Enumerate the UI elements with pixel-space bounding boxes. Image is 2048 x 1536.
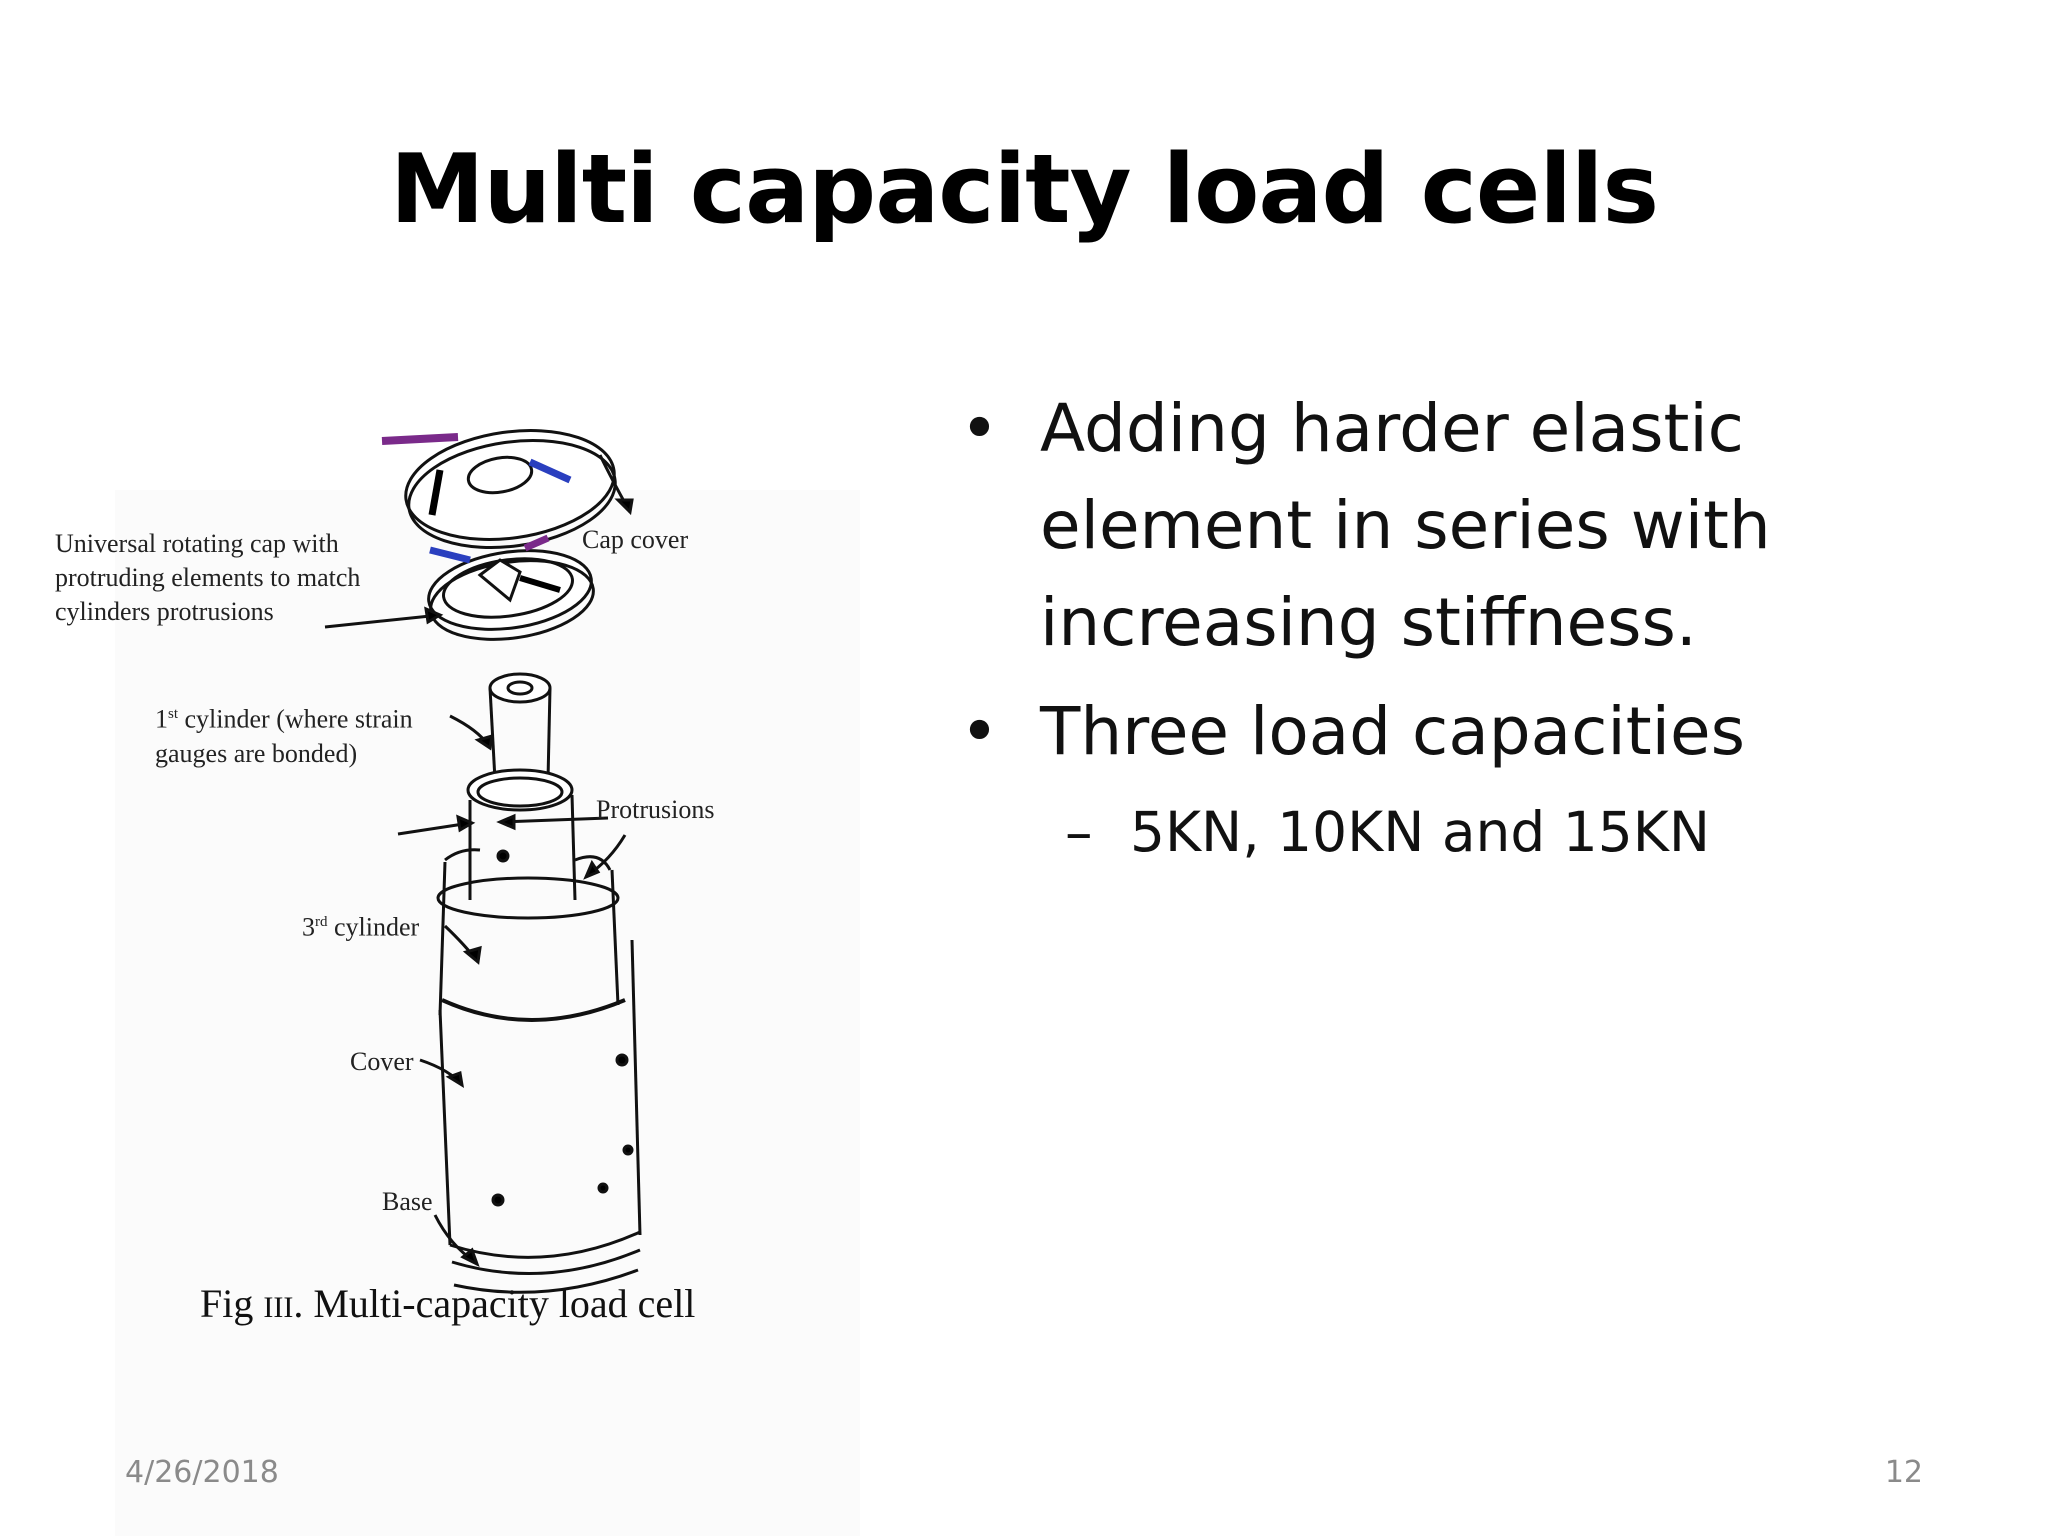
bullet-list: • Adding harder elastic element in serie… bbox=[960, 380, 2010, 872]
caption-text: . Multi-capacity load cell bbox=[293, 1281, 696, 1326]
figure-caption: Fig III. Multi-capacity load cell bbox=[200, 1280, 695, 1327]
label-third-cylinder-sup: rd bbox=[315, 914, 328, 930]
bullet-item: • Three load capacities bbox=[960, 683, 2010, 780]
figure-panel bbox=[115, 490, 860, 1536]
slide-number: 12 bbox=[1884, 1455, 1923, 1490]
label-first-cylinder-num: 1 bbox=[155, 704, 168, 734]
sub-bullet-text: 5KN, 10KN and 15KN bbox=[1130, 800, 1710, 864]
caption-numeral: III bbox=[263, 1291, 294, 1324]
bullet-dot: • bbox=[960, 693, 999, 770]
label-first-cylinder-text: cylinder (where strain gauges are bonded… bbox=[155, 704, 413, 768]
bullet-text: Adding harder elastic element in series … bbox=[1040, 390, 1771, 661]
label-third-cylinder-num: 3 bbox=[302, 912, 315, 942]
label-third-cylinder: 3rd cylinder bbox=[302, 905, 419, 945]
label-base: Base bbox=[382, 1187, 433, 1216]
bullet-dot: • bbox=[960, 390, 999, 467]
label-third-cylinder-text: cylinder bbox=[327, 912, 420, 942]
label-first-cylinder-sup: st bbox=[168, 706, 179, 722]
bullet-item: • Adding harder elastic element in serie… bbox=[960, 380, 2010, 671]
label-cover: Cover bbox=[350, 1047, 414, 1076]
label-protrusions: Protrusions bbox=[596, 795, 715, 824]
sub-bullet-item: – 5KN, 10KN and 15KN bbox=[960, 792, 2010, 872]
label-first-cylinder: 1st cylinder (where strain gauges are bo… bbox=[155, 697, 465, 771]
slide-date: 4/26/2018 bbox=[125, 1455, 279, 1490]
sub-bullet-dash: – bbox=[1065, 800, 1093, 864]
label-rotating-cap: Universal rotating cap with protruding e… bbox=[55, 529, 361, 626]
slide-title: Multi capacity load cells bbox=[389, 135, 1659, 245]
label-cap-cover: Cap cover bbox=[582, 525, 689, 554]
caption-prefix: Fig bbox=[200, 1281, 254, 1326]
bullet-text: Three load capacities bbox=[1040, 693, 1745, 770]
